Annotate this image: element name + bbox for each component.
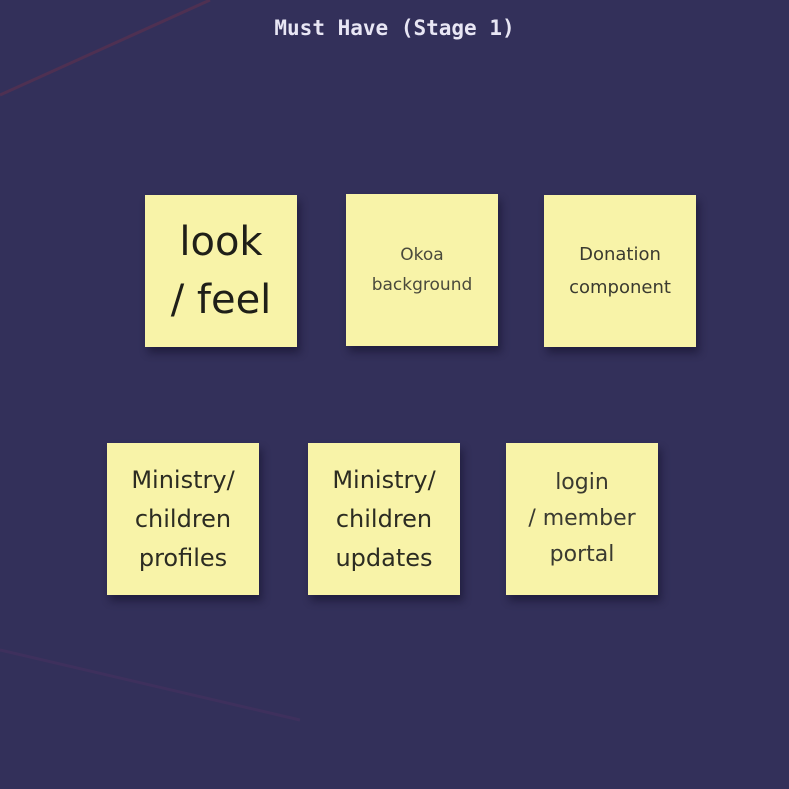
- sticky-note-member-portal[interactable]: login / member portal: [506, 443, 658, 595]
- sticky-note-text: look / feel: [170, 219, 272, 323]
- sticky-note-text: login / member portal: [528, 470, 636, 567]
- sticky-note-children-profiles[interactable]: Ministry/ children profiles: [107, 443, 259, 595]
- sticky-note-text: Donation component: [569, 244, 671, 298]
- sticky-note-text: Ministry/ children updates: [332, 465, 436, 572]
- frame-title: Must Have (Stage 1): [274, 16, 515, 40]
- sticky-note-donation-component[interactable]: Donation component: [544, 195, 696, 347]
- sticky-note-text: Okoa background: [371, 245, 473, 295]
- sticky-note-okoa-background[interactable]: Okoa background: [346, 194, 498, 346]
- sticky-note-children-updates[interactable]: Ministry/ children updates: [308, 443, 460, 595]
- sticky-note-text: Ministry/ children profiles: [131, 465, 235, 572]
- sticky-note-look-feel[interactable]: look / feel: [145, 195, 297, 347]
